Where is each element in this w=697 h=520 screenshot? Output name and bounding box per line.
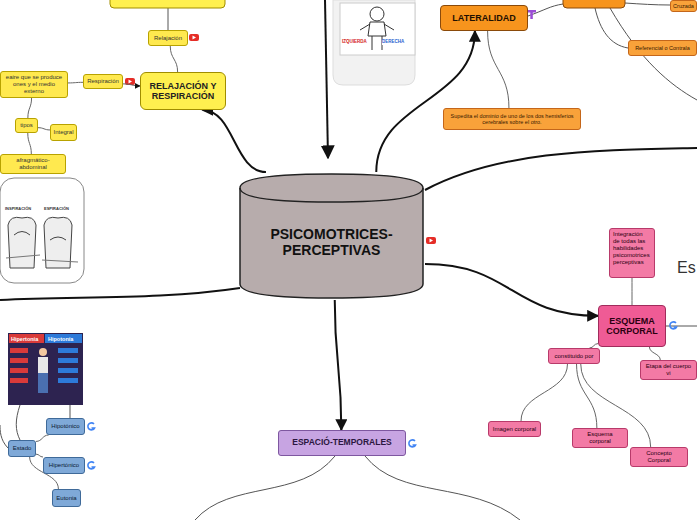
node-text: Relajación <box>154 35 182 42</box>
text-icon <box>527 10 536 19</box>
connector <box>28 98 32 118</box>
connector <box>632 278 633 305</box>
subtopic-box: Imagen corporal <box>488 421 541 437</box>
node-text: Referencial o Contrala <box>635 45 690 51</box>
subtopic-box: Relajación <box>148 30 188 46</box>
topic-box: LATERALIDAD <box>440 5 528 31</box>
branch-line <box>610 8 697 100</box>
connector <box>36 454 43 457</box>
node-text: constituido por <box>554 353 593 360</box>
node-text: afragmático-abdominal <box>4 157 62 171</box>
branch-line <box>595 8 628 48</box>
node-text: Esquema corporal <box>576 431 624 445</box>
branch-line <box>16 405 20 440</box>
subtopic-box: tipos <box>15 118 38 133</box>
subtopic-box: Hipotónico <box>46 418 85 435</box>
node-text: tipos <box>20 122 33 129</box>
subtopic-box: Etapa del cuerpo vi <box>640 360 697 380</box>
subtopic-box: Cruzada <box>670 0 697 12</box>
subtopic-box: Integral <box>50 124 77 141</box>
caption-label: Hipertonía <box>11 336 38 342</box>
branch-line <box>425 148 697 190</box>
chart-tab <box>45 334 82 343</box>
node-text: Eutonia <box>56 495 76 502</box>
connector <box>376 31 475 172</box>
caption-label: Es <box>677 259 696 277</box>
connector <box>521 364 567 421</box>
node-text: eaire que se produce ones y el medio ext… <box>4 74 64 95</box>
node-text: PSICOMOTRICES- PERCEPTIVAS <box>248 226 415 258</box>
connector <box>28 133 32 154</box>
connector <box>488 31 509 108</box>
node-text: Supedita el dominio de uno de los dos he… <box>447 113 577 126</box>
node-text: ESPACIÓ-TEMPORALES <box>292 438 392 448</box>
subtopic-box: Integración de todas las habilidades psi… <box>609 228 655 278</box>
offscreen-box <box>563 0 625 8</box>
connector <box>649 347 660 360</box>
topic-box: ESPACIÓ-TEMPORALES <box>278 430 406 456</box>
subtopic-box: Referencial o Contrala <box>628 40 697 56</box>
lungs-figure <box>6 217 78 268</box>
branch-line <box>70 405 71 418</box>
node-text: LATERALIDAD <box>452 13 515 23</box>
caption-label: ESPIRACIÓN <box>44 207 69 211</box>
topic-box: RELAJACIÓN Y RESPIRACIÓN <box>140 72 226 110</box>
node-text: Integración de todas las habilidades psi… <box>613 231 651 265</box>
node-text: Respiración <box>87 78 119 85</box>
subtopic-box: Concepto Corporal <box>630 447 688 467</box>
connector <box>425 264 598 316</box>
subtopic-box: afragmático-abdominal <box>0 154 66 174</box>
subtopic-box: Esquema corporal <box>572 428 628 448</box>
branch-line <box>528 4 563 16</box>
node-text: Estado <box>13 445 32 452</box>
node-text: Cruzada <box>673 3 694 9</box>
subtopic-box: Hipertónico <box>43 457 85 474</box>
branch-line <box>325 0 328 158</box>
branch-line <box>625 3 670 5</box>
subtopic-box: eaire que se produce ones y el medio ext… <box>0 71 68 98</box>
caption-label: Hipotonía <box>48 336 73 342</box>
connector <box>36 435 49 441</box>
subtopic-box: constituido por <box>548 348 600 364</box>
node-text: ESQUEMA CORPORAL <box>602 316 662 337</box>
node-text: RELAJACIÓN Y RESPIRACIÓN <box>144 81 222 102</box>
connector <box>577 364 597 428</box>
connector <box>68 82 83 84</box>
connector <box>123 84 140 86</box>
central-cylinder: PSICOMOTRICES- PERCEPTIVAS <box>238 172 425 300</box>
connector <box>202 110 265 172</box>
topic-box: ESQUEMA CORPORAL <box>598 305 666 347</box>
subtopic-box: Supedita el dominio de uno de los dos he… <box>443 108 581 130</box>
branch-line <box>0 288 240 300</box>
caption-label: IZQUIERDA <box>342 40 367 45</box>
subtopic-box: Estado <box>8 440 36 457</box>
node-text: Concepto Corporal <box>634 450 684 464</box>
branch-line <box>0 425 8 448</box>
caption-label: DERECHA <box>382 40 404 45</box>
chart-tab <box>9 334 44 343</box>
image-card <box>333 0 415 85</box>
node-text: Hipotónico <box>51 423 79 430</box>
node-text: Hipertónico <box>49 462 79 469</box>
branch-line <box>195 456 335 520</box>
branch-line <box>168 8 169 30</box>
subtopic-box: Eutonia <box>52 489 81 507</box>
node-text: Imagen corporal <box>493 426 536 433</box>
tone-chart <box>8 333 83 405</box>
image-frame <box>340 3 415 55</box>
connector <box>170 46 177 72</box>
offscreen-box <box>110 0 225 8</box>
connector <box>335 300 342 430</box>
search-icon <box>88 322 677 469</box>
connector <box>38 128 50 130</box>
subtopic-box: Respiración <box>83 74 123 89</box>
caption-label: INSPIRACIÓN <box>5 207 31 211</box>
image-card <box>0 178 84 283</box>
node-text: Etapa del cuerpo vi <box>644 363 693 377</box>
chart-cells <box>10 348 78 393</box>
node-text: Integral <box>54 129 74 136</box>
branch-line <box>365 456 520 520</box>
